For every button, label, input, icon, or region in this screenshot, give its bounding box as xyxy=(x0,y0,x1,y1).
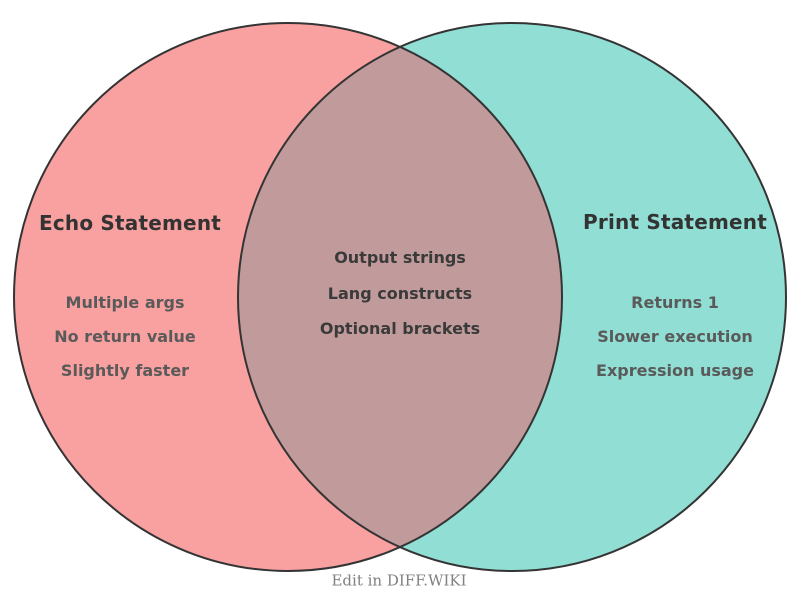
right-set-title: Print Statement xyxy=(583,210,767,234)
right-set-item: Slower execution xyxy=(597,327,753,346)
right-set-item: Returns 1 xyxy=(631,293,719,312)
overlap-item: Lang constructs xyxy=(327,284,473,303)
overlap-item: Output strings xyxy=(334,248,466,267)
right-set-item: Expression usage xyxy=(596,361,754,380)
left-set-title: Echo Statement xyxy=(38,211,222,235)
right-circle-outline xyxy=(237,22,787,572)
overlap-item: Optional brackets xyxy=(319,319,481,338)
left-set-item: Multiple args xyxy=(65,293,185,312)
left-set-item: No return value xyxy=(54,327,196,346)
left-circle-outline xyxy=(13,22,563,572)
left-set-item: Slightly faster xyxy=(60,361,190,380)
edit-in-diffwiki-link[interactable]: Edit in DIFF.WIKI xyxy=(331,571,467,590)
overlap-region-fill xyxy=(238,23,562,571)
